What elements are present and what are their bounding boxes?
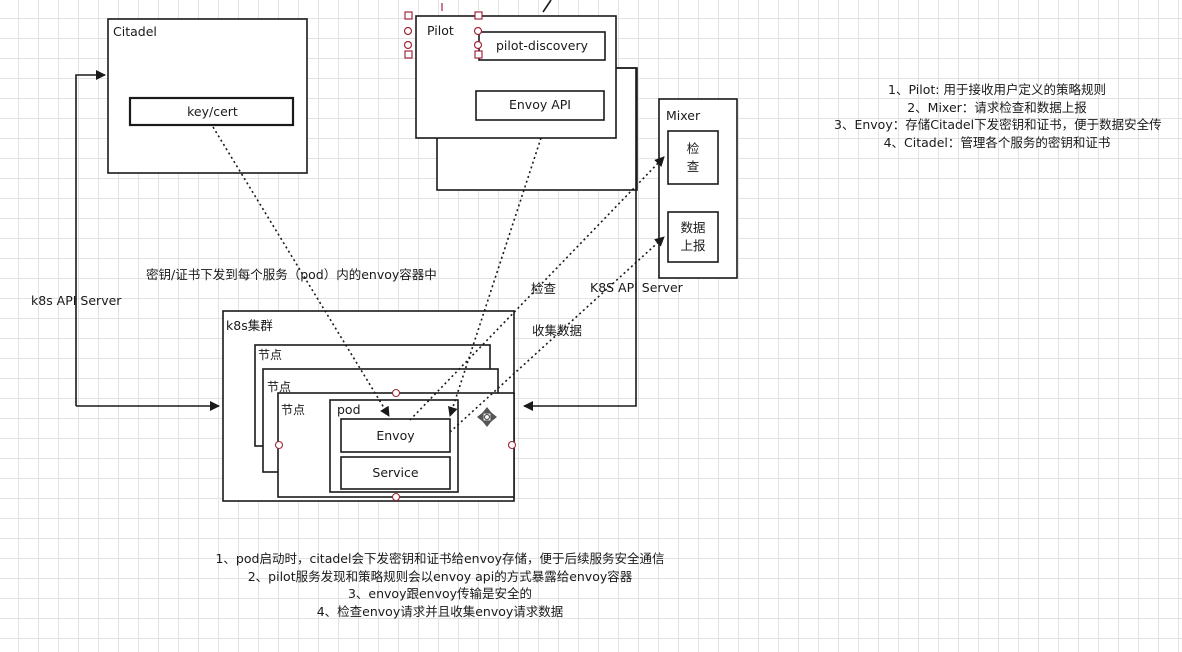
move-icon[interactable]: [477, 407, 497, 427]
node-label-1: 节点: [258, 348, 283, 362]
note-right-4: 4、Citadel：管理各个服务的密钥和证书: [883, 134, 1111, 150]
k8s-cluster-title: k8s集群: [226, 318, 273, 333]
service-box[interactable]: [340, 456, 451, 490]
mixer-title: Mixer: [666, 108, 701, 123]
note-bottom-1: 1、pod启动时，citadel会下发密钥和证书给envoy存储，便于后续服务安…: [215, 551, 665, 566]
pilot-envoy-edge: [448, 137, 542, 417]
check-edge: [409, 156, 665, 421]
note-bottom-3: 3、envoy跟envoy传输是安全的: [347, 586, 533, 601]
pilot-title: Pilot: [427, 23, 454, 38]
left-api-line: [75, 70, 106, 406]
envoy-box[interactable]: [340, 418, 451, 453]
collect-edge: [449, 236, 665, 433]
mixer-report-box[interactable]: [667, 211, 719, 263]
note-bottom-4: 4、检查envoy请求并且收集envoy请求数据: [316, 603, 564, 619]
right-api-line: [523, 67, 637, 411]
pilot-discovery-box[interactable]: [478, 31, 606, 61]
envoy-label: Envoy: [376, 428, 415, 443]
pilot-discovery-label: pilot-discovery: [495, 38, 588, 53]
mixer-check-label: 检 查: [686, 141, 700, 174]
check-label: 检查: [531, 281, 557, 296]
node-label-3: 节点: [281, 403, 306, 417]
keycert-label: key/cert: [187, 104, 238, 119]
pod-label: pod: [337, 402, 361, 417]
node-connection-points: [274, 388, 517, 502]
envoy-api-box[interactable]: [475, 90, 605, 121]
node-label-2: 节点: [267, 380, 292, 394]
keycert-box[interactable]: [128, 96, 295, 127]
selection-handles: [403, 3, 483, 59]
note-right-3: 3、Envoy：存储Citadel下发密钥和证书，便于数据安全传: [834, 117, 1162, 132]
service-label: Service: [372, 465, 419, 480]
notes-right: 1、Pilot: 用于接收用户定义的策略规则 2、Mixer：请求检查和数据上报…: [812, 81, 1182, 151]
left-api-label: k8s API Server: [31, 293, 122, 308]
note-right-1: 1、Pilot: 用于接收用户定义的策略规则: [888, 82, 1106, 97]
cert-dispatch-edge: [212, 126, 390, 417]
top-arrow-line: [542, 0, 552, 13]
note-bottom-2: 2、pilot服务发现和策略规则会以envoy api的方式暴露给envoy容器: [247, 568, 633, 584]
mixer-check-box[interactable]: [667, 130, 719, 185]
mixer-report-label: 数据 上报: [680, 220, 706, 253]
cert-dispatch-label: 密钥/证书下发到每个服务（pod）内的envoy容器中: [146, 267, 437, 282]
notes-bottom: 1、pod启动时，citadel会下发密钥和证书给envoy存储，便于后续服务安…: [180, 550, 700, 620]
envoy-api-label: Envoy API: [508, 97, 571, 112]
right-api-label: K8S API Server: [590, 280, 683, 295]
collect-label: 收集数据: [532, 323, 583, 338]
citadel-box[interactable]: [107, 18, 308, 174]
citadel-title: Citadel: [113, 24, 157, 39]
note-right-2: 2、Mixer：请求检查和数据上报: [907, 99, 1087, 115]
